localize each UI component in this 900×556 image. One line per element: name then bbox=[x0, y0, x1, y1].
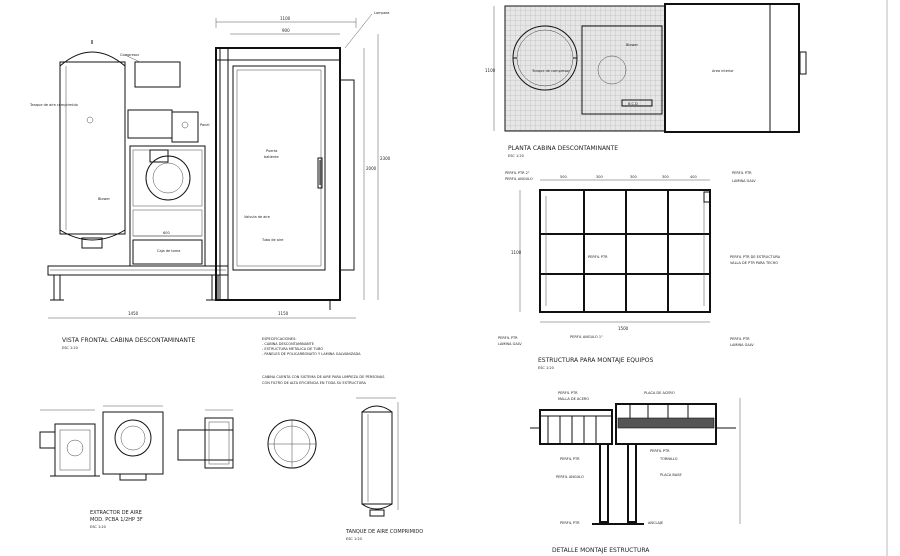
detail-label-b: MALLA DE ACERO bbox=[558, 397, 589, 401]
cabin-frame bbox=[215, 47, 341, 301]
detail-label-h: PLACA BASE bbox=[660, 473, 682, 477]
struct-label-tr: PERFIL PTR bbox=[732, 171, 752, 175]
extractor-title: EXTRACTOR DE AIRE bbox=[90, 510, 142, 516]
front-view-title: VISTA FRONTAL CABINA DESCONTAMINANTE bbox=[62, 337, 196, 344]
plan-label-blower: Blower bbox=[626, 43, 639, 47]
struct-label-bot-r: PERFIL PTR bbox=[730, 337, 750, 341]
plan-dim-side: 1100 bbox=[485, 68, 496, 73]
note-mid-a: CABINA CUENTA CON SISTEMA DE AIRE PARA L… bbox=[262, 375, 385, 379]
detail-label-e: PERFIL PTR bbox=[650, 449, 670, 453]
front-view-scale: ESC 1:20 bbox=[62, 346, 78, 350]
label-panel: Panel bbox=[200, 123, 209, 127]
struct-label-bot-r2: LAMINA GALV bbox=[730, 343, 754, 347]
detail-label-f: TORNILLO bbox=[659, 457, 678, 461]
note-line-1: - CABINA DESCONTAMINANTE bbox=[262, 342, 314, 346]
dim-fan-w: 600 bbox=[163, 231, 170, 235]
detail-label-a: PERFIL PTR bbox=[558, 391, 578, 395]
struct-dim-bottom: 1500 bbox=[618, 326, 629, 331]
struct-label-right-a: PERFIL PTR DE ESTRUCTURA bbox=[730, 255, 781, 259]
struct-dim-top-3: 300 bbox=[662, 175, 669, 179]
detail-title: DETALLE MONTAJE ESTRUCTURA bbox=[552, 547, 650, 554]
label-valve: Valvula de aire bbox=[244, 215, 270, 219]
dim-base-left: 1450 bbox=[128, 311, 139, 316]
label-compressor: Compresor bbox=[120, 53, 140, 57]
note-mid-b: CON FILTRO DE ALTA EFICIENCIA EN TODA SU… bbox=[262, 381, 367, 385]
plan-label-room: Area interior bbox=[712, 69, 734, 73]
structure-scale: ESC 1:20 bbox=[538, 366, 554, 370]
extractor-scale: ESC 1:20 bbox=[90, 525, 106, 529]
struct-dim-top-2: 300 bbox=[630, 175, 637, 179]
plan-label-sub: B.C.D bbox=[628, 102, 638, 106]
compressor-box bbox=[134, 61, 181, 88]
struct-label-tl2: PERFIL ANGULO bbox=[505, 177, 533, 181]
dim-top-b: 900 bbox=[282, 28, 290, 33]
plan-label-tank: Tanque de compresor bbox=[531, 69, 570, 73]
tank-detail-scale: ESC 1:20 bbox=[346, 537, 362, 541]
note-line-2: - ESTRUCTURA METALICA DE TUBO bbox=[262, 347, 323, 351]
detail-label-j: ANCLAJE bbox=[648, 521, 663, 525]
tank-detail-body bbox=[361, 411, 393, 505]
extractor-views: EXTRACTOR DE AIRE MOD. PCBA 1/2HP 3F ESC… bbox=[39, 405, 317, 529]
dim-right-h: 2300 bbox=[380, 156, 391, 161]
note-line-0: ESPECIFICACIONES: bbox=[262, 337, 297, 341]
struct-dim-top-4: 400 bbox=[690, 175, 697, 179]
label-pipe: Tubo de aire bbox=[261, 238, 283, 242]
note-line-3: - PANELES DE POLICARBONATO Y LAMINA GALV… bbox=[262, 352, 361, 356]
struct-dim-top-0: 500 bbox=[560, 175, 567, 179]
tank-body bbox=[59, 61, 126, 235]
label-door-sub: batiente bbox=[264, 155, 279, 159]
struct-label-tr2: LAMINA GALV bbox=[732, 179, 756, 183]
notes-block: ESPECIFICACIONES: - CABINA DESCONTAMINAN… bbox=[262, 337, 385, 385]
label-blower: Blower bbox=[98, 197, 111, 201]
tank-detail-title: TANQUE DE AIRE COMPRIMIDO bbox=[345, 529, 423, 535]
struct-label-bot-l: PERFIL PTR bbox=[498, 336, 518, 340]
extractor-subtitle: MOD. PCBA 1/2HP 3F bbox=[90, 517, 143, 523]
struct-label-tl: PERFIL PTR 2" bbox=[505, 171, 530, 175]
base-table bbox=[47, 265, 229, 276]
door-panel bbox=[232, 65, 326, 271]
detail-label-c: PLACA DE ACERO bbox=[644, 391, 675, 395]
detail-label-i: PERFIL PTR bbox=[560, 521, 580, 525]
tank-detail: TANQUE DE AIRE COMPRIMIDO ESC 1:20 bbox=[345, 397, 423, 541]
detail-label-d: PERFIL PTR bbox=[560, 457, 580, 461]
struct-label-mid: PERFIL PTR bbox=[588, 255, 608, 259]
label-lamp: Lampara bbox=[374, 11, 389, 15]
dim-base-right: 1150 bbox=[278, 311, 289, 316]
label-box: Caja de toma bbox=[157, 249, 180, 253]
structure-title: ESTRUCTURA PARA MONTAJE EQUIPOS bbox=[538, 357, 653, 364]
detail-view: PERFIL PTR MALLA DE ACERO PLACA DE ACERO… bbox=[530, 391, 741, 554]
dim-right-h2: 2000 bbox=[366, 166, 377, 171]
plan-view: Tanque de compresor Blower B.C.D Area in… bbox=[485, 3, 807, 158]
struct-dim-side: 1100 bbox=[511, 250, 522, 255]
label-tank: Tanque de aire comprimido bbox=[29, 103, 78, 107]
plan-room bbox=[664, 3, 800, 133]
plan-grating bbox=[504, 5, 666, 132]
plan-view-scale: ESC 1:20 bbox=[508, 154, 524, 158]
structure-view: 500 300 300 300 400 PERFIL PTR 2" PERFIL… bbox=[498, 171, 781, 370]
front-view: 1100 900 Tanque de aire comprimido Compr… bbox=[29, 11, 391, 350]
struct-label-bot-l2: LAMINA GALV bbox=[498, 342, 522, 346]
plan-blower bbox=[581, 25, 663, 115]
plan-view-title: PLANTA CABINA DESCONTAMINANTE bbox=[508, 145, 618, 152]
detail-label-g: PERFIL ANGULO bbox=[556, 475, 584, 479]
struct-label-right-b: VALLA DE PTR PARA TECHO bbox=[730, 261, 778, 265]
struct-dim-top-1: 300 bbox=[596, 175, 603, 179]
dim-top-a: 1100 bbox=[280, 16, 291, 21]
label-door: Puerta bbox=[266, 149, 277, 153]
struct-label-bot-sub: PERFIL ANGULO 1" bbox=[570, 335, 603, 339]
